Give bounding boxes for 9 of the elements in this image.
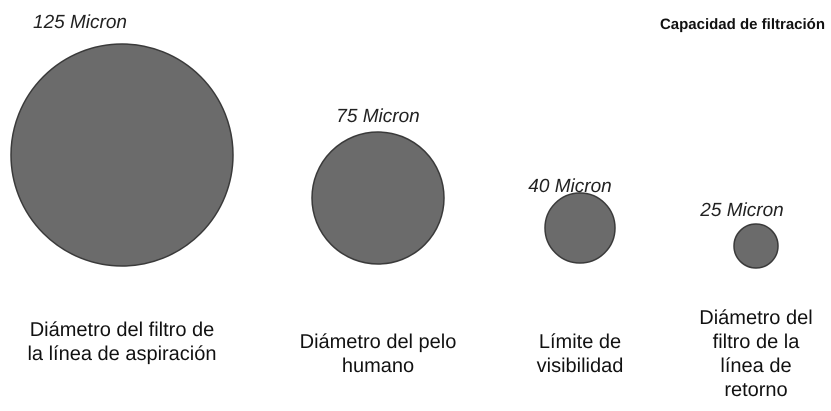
caption-text: Límite de visibilidad	[536, 330, 624, 378]
caption-text: Diámetro del filtro de la línea de aspiración	[27, 318, 217, 366]
caption-text: Diámetro del pelo humano	[298, 330, 458, 378]
size-label: 25 Micron	[700, 200, 784, 222]
size-label: 125 Micron	[33, 12, 127, 34]
size-label: 75 Micron	[336, 106, 420, 128]
caption-text: Diámetro del filtro de la línea de retorno	[698, 306, 814, 402]
size-label: 40 Micron	[528, 176, 612, 198]
chart-title: Capacidad de filtración	[660, 16, 825, 33]
